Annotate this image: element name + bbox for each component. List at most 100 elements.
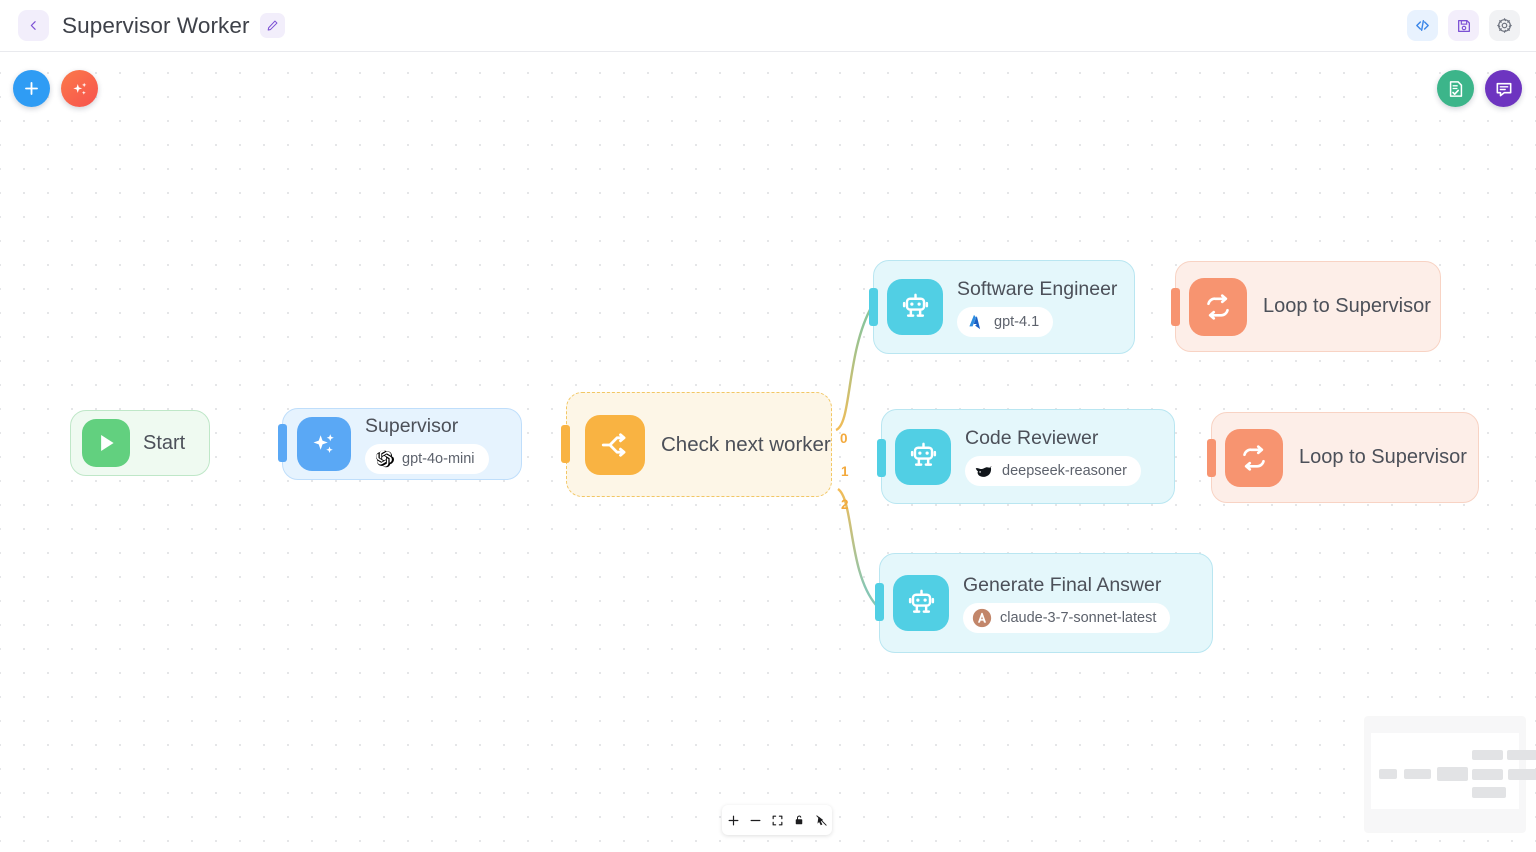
code-brackets-icon <box>1416 20 1429 31</box>
robot-icon-wrap <box>887 279 943 335</box>
zoom-in-button[interactable] <box>722 807 744 833</box>
crossed-toggle-icon <box>815 814 827 826</box>
node-loop2-body: Loop to Supervisor <box>1299 446 1467 469</box>
handle-supervisor-target[interactable] <box>278 424 287 462</box>
handle-loop1-target[interactable] <box>1171 288 1180 326</box>
model-badge[interactable]: gpt-4o-mini <box>365 443 489 474</box>
lock-button[interactable] <box>788 807 810 833</box>
robot-icon-wrap <box>893 575 949 631</box>
robot-icon <box>908 589 934 613</box>
pencil-icon <box>267 20 278 31</box>
node-software-engineer-body: Software Engineer gpt-4.1 <box>957 278 1117 337</box>
minimap-viewport <box>1371 733 1536 809</box>
model-badge[interactable]: claude-3-7-sonnet-latest <box>963 602 1171 633</box>
sparkles-icon <box>313 434 334 453</box>
robot-icon-wrap <box>895 428 951 485</box>
handle-check-target[interactable] <box>561 425 570 463</box>
node-supervisor-body: Supervisor gpt-4o-mini <box>365 415 489 474</box>
edge-label-2: 2 <box>841 497 849 512</box>
handle-loop2-target[interactable] <box>1207 439 1216 477</box>
edge-label-0: 0 <box>840 431 848 446</box>
minimap-node <box>1379 769 1397 779</box>
node-title: Loop to Supervisor <box>1299 446 1467 468</box>
anthropic-icon <box>972 608 992 627</box>
loop-repeat-icon-wrap <box>1225 428 1283 487</box>
chat-bubble-icon <box>1496 82 1511 96</box>
model-badge[interactable]: deepseek-reasoner <box>965 456 1141 486</box>
minimap-node <box>1508 769 1536 780</box>
sparkles-icon <box>72 82 86 95</box>
chevron-left-icon <box>30 21 36 30</box>
minimap-node <box>1472 750 1503 760</box>
handle-software-engineer-target[interactable] <box>869 288 878 326</box>
minimap-node <box>1472 787 1506 798</box>
model-name: gpt-4o-mini <box>402 450 475 467</box>
document-check-icon <box>1449 80 1462 97</box>
gear-icon <box>1497 18 1512 33</box>
page-title: Supervisor Worker <box>62 12 250 38</box>
minimap-node <box>1437 767 1468 781</box>
play-icon <box>101 434 114 452</box>
save-button[interactable] <box>1448 10 1479 41</box>
branch-split-icon <box>601 432 626 457</box>
flow-canvas[interactable]: 0 1 2 Start Supervis <box>0 52 1536 852</box>
plus-icon <box>728 815 738 825</box>
node-generate-final-answer[interactable]: Generate Final Answer claude-3-7-sonnet-… <box>879 553 1213 653</box>
minimap-node <box>1404 769 1431 779</box>
loop-repeat-icon <box>1243 444 1265 471</box>
branch-split-icon-wrap <box>585 414 645 475</box>
model-name: gpt-4.1 <box>994 313 1040 330</box>
node-software-engineer[interactable]: Software Engineer gpt-4.1 <box>873 260 1135 354</box>
node-loop-to-supervisor-1[interactable]: Loop to Supervisor <box>1175 261 1441 352</box>
floppy-disk-icon <box>1457 19 1470 32</box>
node-title: Loop to Supervisor <box>1263 295 1431 317</box>
canvas-controls <box>722 805 832 835</box>
handle-generate-final-answer-target[interactable] <box>875 583 884 621</box>
notes-button[interactable] <box>1437 70 1474 107</box>
node-title: Software Engineer <box>957 277 1118 300</box>
robot-icon <box>902 293 928 317</box>
node-loop-to-supervisor-2[interactable]: Loop to Supervisor <box>1211 412 1479 503</box>
node-code-reviewer[interactable]: Code Reviewer deepseek-reasoner <box>881 409 1175 504</box>
loop-repeat-icon-wrap <box>1189 277 1247 336</box>
play-icon-wrap <box>82 419 130 467</box>
node-start[interactable]: Start <box>70 410 210 476</box>
node-check-body: Check next worker <box>661 433 831 457</box>
deepseek-whale-icon <box>975 466 992 477</box>
node-title: Start <box>143 431 186 454</box>
robot-icon <box>910 442 936 466</box>
node-title: Code Reviewer <box>965 427 1099 449</box>
minus-icon <box>750 819 760 821</box>
node-title: Check next worker <box>661 432 831 456</box>
fit-view-button[interactable] <box>766 807 788 833</box>
node-code-reviewer-body: Code Reviewer deepseek-reasoner <box>965 427 1141 486</box>
openai-flower-icon <box>376 449 394 467</box>
edit-title-button[interactable] <box>259 13 285 38</box>
model-name: claude-3-7-sonnet-latest <box>1000 609 1157 626</box>
handle-code-reviewer-target[interactable] <box>877 439 886 477</box>
fit-screen-icon <box>772 815 782 825</box>
add-node-button[interactable] <box>13 70 50 107</box>
unlocked-padlock-icon <box>795 815 803 825</box>
zoom-out-button[interactable] <box>744 807 766 833</box>
header-actions <box>1407 10 1520 41</box>
chat-button[interactable] <box>1485 70 1522 107</box>
sparkles-icon-wrap <box>297 417 351 471</box>
node-title: Generate Final Answer <box>963 573 1162 596</box>
code-view-button[interactable] <box>1407 10 1438 41</box>
ai-generate-button[interactable] <box>61 70 98 107</box>
minimap[interactable] <box>1365 717 1536 832</box>
node-check-next-worker[interactable]: Check next worker <box>566 392 832 497</box>
back-button[interactable] <box>18 10 49 41</box>
model-badge[interactable]: gpt-4.1 <box>957 306 1054 337</box>
node-generate-final-answer-body: Generate Final Answer claude-3-7-sonnet-… <box>963 573 1171 633</box>
node-start-body: Start <box>143 432 185 455</box>
plus-icon <box>25 82 38 95</box>
node-loop1-body: Loop to Supervisor <box>1263 295 1431 318</box>
loop-repeat-icon <box>1207 293 1229 320</box>
settings-button[interactable] <box>1489 10 1520 41</box>
toggle-interactivity-button[interactable] <box>810 807 832 833</box>
minimap-node <box>1507 750 1536 760</box>
node-supervisor[interactable]: Supervisor gpt-4o-mini <box>282 408 522 480</box>
